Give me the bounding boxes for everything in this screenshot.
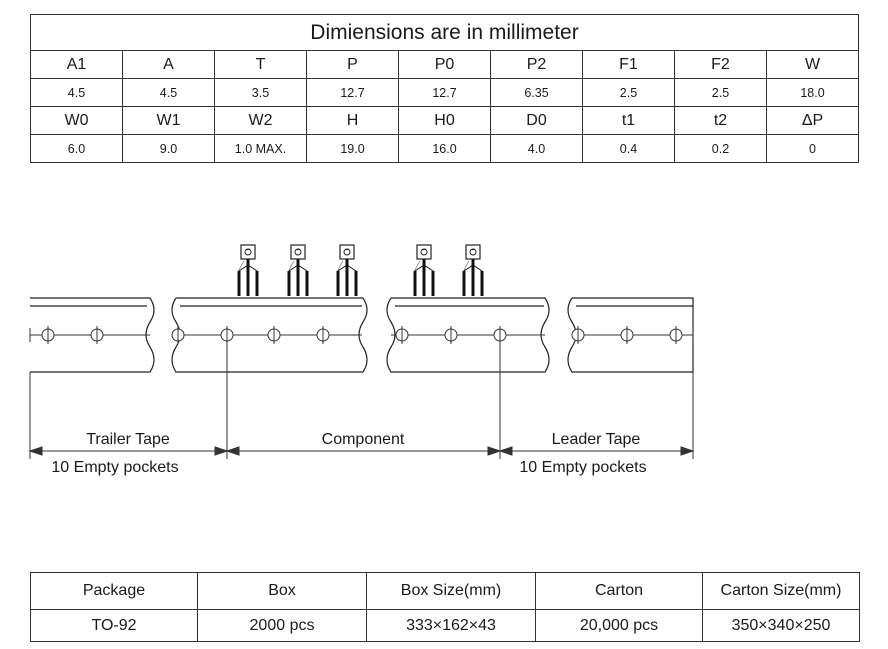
pkg-header-cell: Box xyxy=(197,572,367,610)
dimension-lines xyxy=(28,341,695,459)
dim-header-cell: F2 xyxy=(674,50,767,79)
dim-header-cell: P xyxy=(306,50,399,79)
packaging-table: Package Box Box Size(mm) Carton Carton S… xyxy=(30,572,860,642)
dim-value-cell: 3.5 xyxy=(214,78,307,107)
dim-header-cell: W2 xyxy=(214,106,307,135)
leader-tape-label: Leader Tape xyxy=(552,431,641,448)
dim-value-cell: 6.35 xyxy=(490,78,583,107)
dim-header-cell: t2 xyxy=(674,106,767,135)
dimensions-title: Dimiensions are in millimeter xyxy=(30,14,859,51)
dim-header-cell: A xyxy=(122,50,215,79)
pkg-header-cell: Carton xyxy=(535,572,703,610)
tape-segment xyxy=(171,297,368,373)
dim-header-cell: P2 xyxy=(490,50,583,79)
dim-value-cell: 4.5 xyxy=(122,78,215,107)
dim-value-cell: 12.7 xyxy=(306,78,399,107)
dim-value-cell: 9.0 xyxy=(122,134,215,163)
dim-header-cell: H0 xyxy=(398,106,491,135)
dim-header-cell: W0 xyxy=(30,106,123,135)
dim-header-cell: A1 xyxy=(30,50,123,79)
component-label: Component xyxy=(322,431,405,448)
dim-value-cell: 16.0 xyxy=(398,134,491,163)
dim-header-cell: D0 xyxy=(490,106,583,135)
dim-value-cell: 2.5 xyxy=(674,78,767,107)
pkg-value-cell: 2000 pcs xyxy=(197,609,367,642)
dim-value-cell: 0.2 xyxy=(674,134,767,163)
dim-header-cell: W xyxy=(766,50,859,79)
trailer-pockets-label: 10 Empty pockets xyxy=(51,459,178,476)
dim-value-cell: 2.5 xyxy=(582,78,675,107)
pkg-value-cell: 333×162×43 xyxy=(366,609,536,642)
dim-header-cell: P0 xyxy=(398,50,491,79)
dim-value-cell: 0.4 xyxy=(582,134,675,163)
component-icon xyxy=(236,243,484,298)
pkg-value-cell: TO-92 xyxy=(30,609,198,642)
dim-header-cell: F1 xyxy=(582,50,675,79)
pkg-header-cell: Box Size(mm) xyxy=(366,572,536,610)
dim-value-cell: 19.0 xyxy=(306,134,399,163)
dim-header-cell: W1 xyxy=(122,106,215,135)
dim-header-cell: H xyxy=(306,106,399,135)
tape-diagram: Trailer Tape Component Leader Tape 10 Em… xyxy=(28,243,695,476)
dim-header-cell: t1 xyxy=(582,106,675,135)
pkg-header-cell: Package xyxy=(30,572,198,610)
dim-value-cell: 12.7 xyxy=(398,78,491,107)
sprocket-line xyxy=(29,328,694,342)
pkg-value-cell: 350×340×250 xyxy=(702,609,860,642)
dim-value-cell: 4.0 xyxy=(490,134,583,163)
leader-pockets-label: 10 Empty pockets xyxy=(519,459,646,476)
dimensions-table: Dimiensions are in millimeter A1 A T P P… xyxy=(30,14,859,163)
dim-header-cell: ΔP xyxy=(766,106,859,135)
pkg-header-cell: Carton Size(mm) xyxy=(702,572,860,610)
trailer-tape-label: Trailer Tape xyxy=(86,431,170,448)
dim-header-cell: T xyxy=(214,50,307,79)
pkg-value-cell: 20,000 pcs xyxy=(535,609,703,642)
dim-value-cell: 4.5 xyxy=(30,78,123,107)
dim-value-cell: 18.0 xyxy=(766,78,859,107)
dim-value-cell: 0 xyxy=(766,134,859,163)
tape-segment xyxy=(386,297,550,373)
dim-value-cell: 6.0 xyxy=(30,134,123,163)
dim-value-cell: 1.0 MAX. xyxy=(214,134,307,163)
